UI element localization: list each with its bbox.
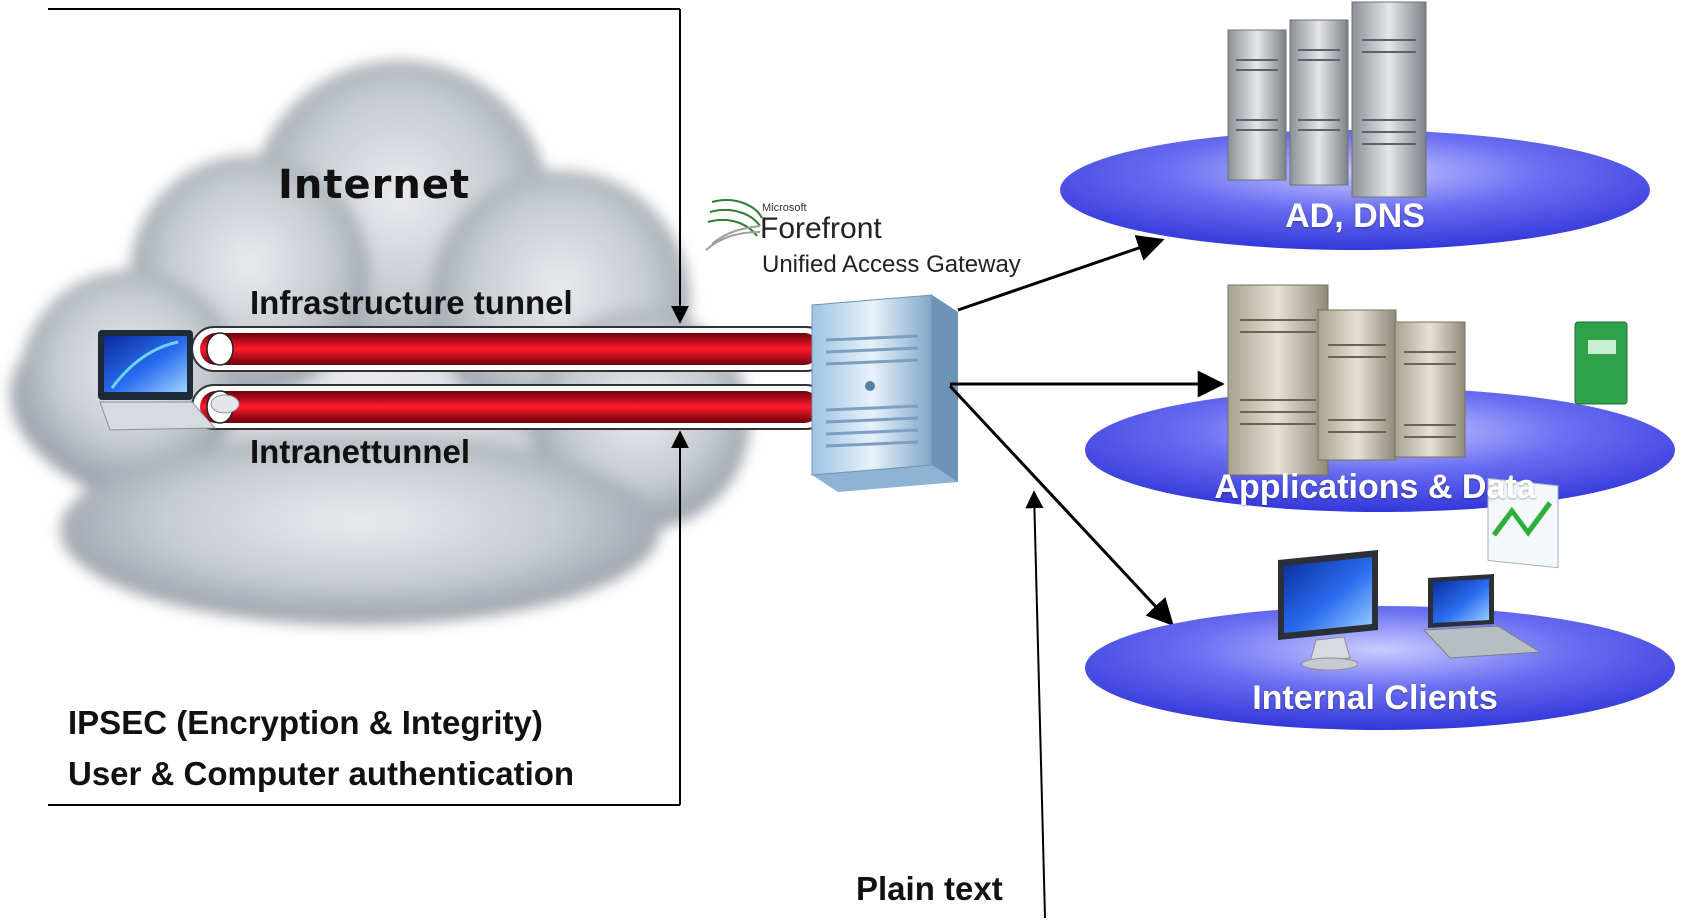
applications-data-group — [1085, 284, 1675, 569]
internal-clients-label: Internal Clients — [1252, 679, 1498, 717]
plain-text-pointer — [1025, 490, 1046, 919]
applications-data-label: Applications & Data — [1214, 468, 1536, 506]
ad-dns-servers-icon — [1227, 1, 1427, 198]
forefront-brand-small: Microsoft — [762, 202, 807, 214]
ipsec-bracket — [48, 8, 689, 806]
plain-text-label: Plain text — [856, 870, 1003, 907]
ad-dns-group — [1060, 1, 1650, 250]
remote-computer-icon — [98, 330, 240, 431]
intranet-tunnel — [191, 384, 829, 430]
infrastructure-tunnel — [191, 326, 829, 372]
uag-server-icon — [811, 294, 958, 492]
application-servers-icon — [1227, 284, 1466, 476]
forefront-brand-name: Forefront — [760, 212, 882, 245]
laptop-icon — [1422, 574, 1542, 659]
forefront-logo-icon — [705, 199, 763, 251]
gateway-connectors — [948, 235, 1225, 626]
internet-label: Internet — [278, 162, 471, 208]
notebook-icon — [1574, 321, 1628, 405]
ad-dns-label: AD, DNS — [1285, 197, 1425, 235]
desktop-monitor-icon — [1278, 550, 1378, 671]
uag-product-label: Unified Access Gateway — [762, 251, 1021, 278]
ipsec-line-2: User & Computer authentication — [68, 755, 575, 792]
chart-document-icon — [1487, 477, 1559, 569]
infrastructure-tunnel-label: Infrastructure tunnel — [250, 284, 573, 321]
ipsec-line-1: IPSEC (Encryption & Integrity) — [68, 704, 543, 741]
intranet-tunnel-label: Intranettunnel — [250, 433, 470, 470]
internal-clients-group — [1085, 550, 1675, 730]
